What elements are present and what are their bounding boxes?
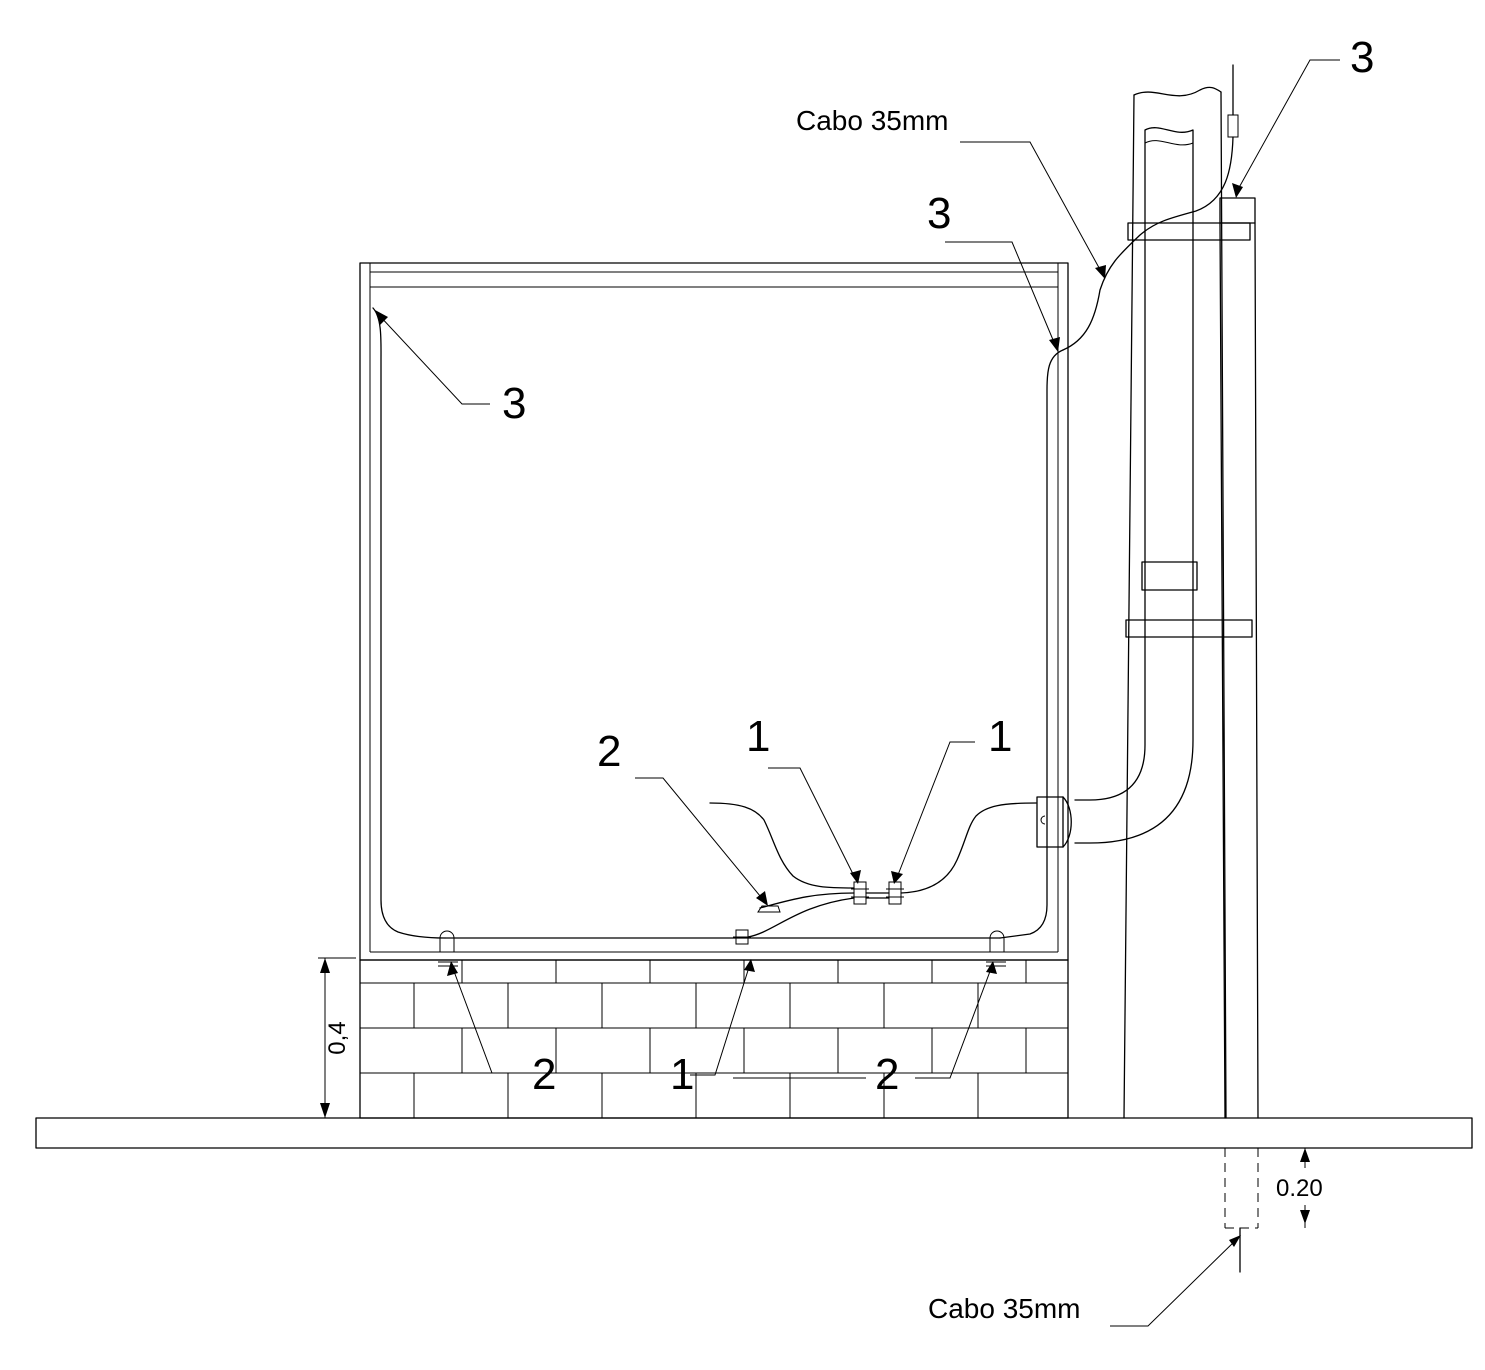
labels: Cabo 35mm Cabo 35mm 3 3 3 2 1 1 2 1 2 [502,33,1374,1324]
dimension-label-depth: 0.20 [1276,1175,1323,1202]
internal-cables [372,307,1064,939]
ref-3-left: 3 [502,379,526,428]
dimension-base-height: 0,4 [318,957,356,1118]
external-cable [1062,64,1241,1273]
cabinet-enclosure [359,262,1069,961]
dimension-depth: 0.20 [1276,1148,1323,1228]
ref-3-top-right: 3 [1350,33,1374,82]
ref-2-bottom-right: 2 [875,1050,899,1099]
leader-lines [375,59,1340,1327]
ref-1-bottom: 1 [670,1050,694,1099]
conduit-elbow [1036,127,1198,848]
dimension-label-base-height: 0,4 [324,1021,351,1054]
bolt-clamps [438,881,1006,967]
ref-2-bottom-left: 2 [532,1050,556,1099]
ref-2-middle: 2 [597,727,621,776]
ref-3-upper: 3 [927,189,951,238]
support-pole [1123,86,1253,1119]
cable-label-top: Cabo 35mm [796,105,949,136]
ref-1-left: 1 [746,712,770,761]
ground-slab [35,1117,1473,1149]
masonry-base [359,959,1069,1119]
ground-rod [1219,197,1259,1229]
ref-1-right: 1 [988,712,1012,761]
cable-label-bottom: Cabo 35mm [928,1293,1081,1324]
